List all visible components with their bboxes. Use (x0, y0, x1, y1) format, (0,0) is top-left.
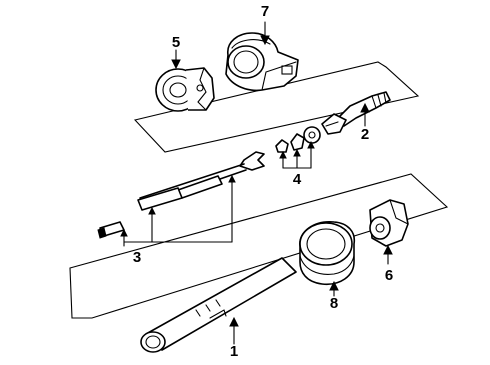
bearing-ring-part (299, 221, 356, 286)
column-housing-part (225, 32, 299, 92)
callout-7-label: 7 (261, 3, 269, 20)
bearing-housing-part (155, 67, 215, 112)
callout-3-label: 3 (133, 249, 141, 266)
upper-shaft-part (321, 91, 391, 135)
column-jacket-part (140, 257, 297, 353)
lower-assembly-outline (69, 173, 449, 319)
callout-5-label: 5 (172, 34, 180, 51)
callout-leaders (120, 21, 393, 345)
callout-6-label: 6 (385, 267, 393, 284)
lower-shaft-part (97, 151, 265, 239)
callout-8-label: 8 (330, 295, 338, 312)
callout-2-label: 2 (361, 126, 369, 143)
lower-mount-part (369, 199, 409, 247)
callout-4-label: 4 (293, 171, 302, 188)
upper-assembly-outline (133, 61, 420, 153)
callout-1-label: 1 (230, 343, 238, 360)
